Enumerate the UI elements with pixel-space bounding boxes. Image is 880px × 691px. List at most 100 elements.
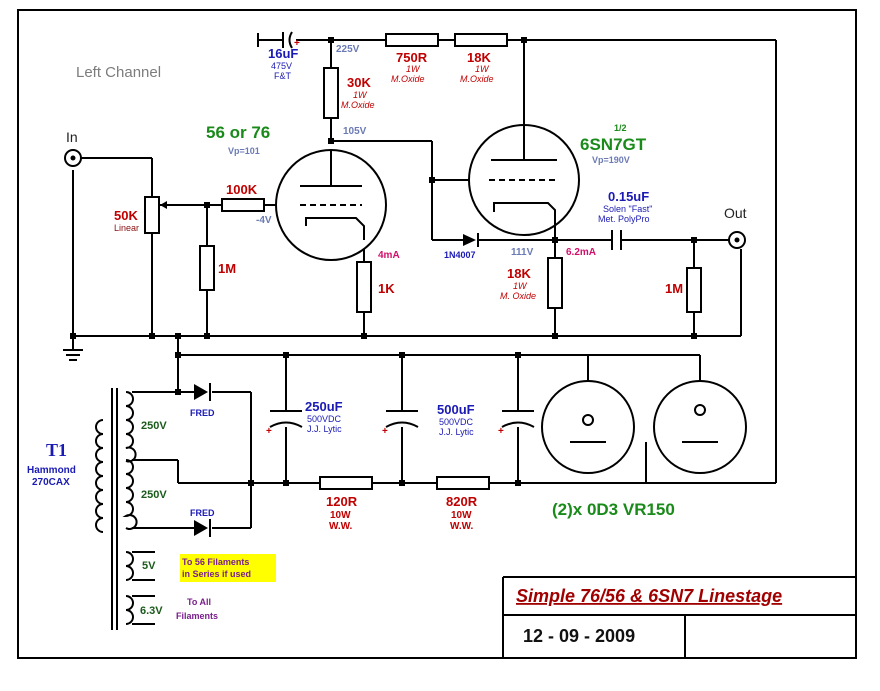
tube2-vp: Vp=190V — [592, 155, 630, 165]
pot-taper: Linear — [114, 223, 139, 233]
r18k-top-power: 1W — [475, 64, 490, 74]
cap-250uf-symbol — [269, 410, 303, 428]
c-out-line2: Met. PolyPro — [598, 214, 650, 224]
r18k-top-value: 18K — [467, 50, 491, 65]
r18k-cath-power: 1W — [513, 281, 528, 291]
r18k-cath-value: 18K — [507, 266, 531, 281]
hv2-label: 250V — [141, 489, 167, 501]
filament-note-highlight — [180, 554, 276, 582]
c-supply-type: F&T — [274, 71, 292, 81]
resistor-30k — [323, 67, 339, 119]
r120-type: W.W. — [329, 521, 353, 532]
voltage-v2-cathode: 111V — [511, 247, 534, 258]
output-jack — [728, 231, 746, 249]
drawing-date: 12 - 09 - 2009 — [523, 626, 635, 646]
transformer-name: T1 — [46, 440, 67, 460]
voltage-v1-plate: 105V — [343, 126, 367, 137]
r820-power: 10W — [451, 510, 472, 521]
cap-16uf-symbol — [257, 31, 293, 49]
r100k-value: 100K — [226, 182, 258, 197]
pot-wiper — [160, 201, 175, 209]
transformer-model-l2: 270CAX — [32, 477, 70, 488]
resistor-100k — [221, 198, 265, 212]
c250-rating: 500VDC — [307, 414, 342, 424]
fred-diode-1 — [194, 383, 211, 401]
c500-value: 500uF — [437, 402, 475, 417]
c-supply-rating: 475V — [271, 61, 292, 71]
cap-0-15uf-symbol — [611, 230, 630, 250]
svg-text:+: + — [294, 38, 300, 49]
resistor-120r — [319, 476, 373, 490]
regulator-label: (2)x 0D3 VR150 — [552, 500, 675, 519]
noteall-l2: Filaments — [176, 611, 218, 621]
resistor-1k — [356, 261, 372, 313]
current-v1: 4mA — [378, 250, 400, 261]
r1k-value: 1K — [378, 281, 395, 296]
grid-bias: -4V — [256, 215, 272, 226]
vr-tube-1 — [541, 380, 635, 474]
r750-value: 750R — [396, 50, 428, 65]
r18k-top-type: M.Oxide — [460, 74, 494, 84]
diode-1n4007 — [463, 233, 479, 247]
c500-type: J.J. Lytic — [439, 427, 474, 437]
pot-50k — [144, 196, 160, 234]
pot-value: 50K — [114, 208, 138, 223]
resistor-750r — [385, 33, 439, 47]
c-supply-value: 16uF — [268, 46, 298, 61]
fil63-label: 6.3V — [140, 605, 163, 617]
r18k-cath-type: M. Oxide — [500, 291, 536, 301]
cap-500uf-b-symbol — [501, 410, 535, 428]
diode-label: 1N4007 — [444, 250, 476, 260]
r750-type: M.Oxide — [391, 74, 425, 84]
input-label: In — [66, 129, 78, 145]
c250-type: J.J. Lytic — [307, 424, 342, 434]
resistor-18k-cathode — [547, 257, 563, 309]
border-frame — [17, 9, 857, 659]
r30k-type: M.Oxide — [341, 100, 375, 110]
r1m-grid-value: 1M — [218, 261, 236, 276]
resistor-1m-output — [686, 267, 702, 313]
hv1-label: 250V — [141, 420, 167, 432]
r30k-power: 1W — [353, 90, 368, 100]
channel-label: Left Channel — [76, 64, 161, 81]
resistor-1m-grid — [199, 245, 215, 291]
fred1-label: FRED — [190, 408, 215, 418]
note56-l2: in Series if used — [182, 569, 251, 579]
r750-power: 1W — [406, 64, 421, 74]
current-v2: 6.2mA — [566, 247, 596, 258]
tube1-vp: Vp=101 — [228, 146, 260, 156]
r120-power: 10W — [330, 510, 351, 521]
r30k-value: 30K — [347, 75, 371, 90]
tube1-name: 56 or 76 — [206, 123, 270, 142]
r120-value: 120R — [326, 494, 358, 509]
fil5-label: 5V — [142, 560, 156, 572]
voltage-b-plus: 225V — [336, 44, 360, 55]
output-label: Out — [724, 205, 747, 221]
transformer-t1 — [95, 388, 138, 630]
svg-text:+: + — [266, 426, 272, 437]
resistor-820r — [436, 476, 490, 490]
noteall-l1: To All — [187, 597, 211, 607]
input-jack — [64, 149, 82, 167]
vr-tube-2 — [653, 380, 747, 474]
c-out-value: 0.15uF — [608, 189, 649, 204]
junction-dots — [70, 37, 697, 486]
c250-value: 250uF — [305, 399, 343, 414]
transformer-model-l1: Hammond — [27, 465, 76, 476]
tube2-name: 6SN7GT — [580, 135, 647, 154]
tube2-section: 1/2 — [614, 123, 627, 133]
r820-type: W.W. — [450, 521, 474, 532]
cap-500uf-a-symbol — [385, 410, 419, 428]
r1m-out-value: 1M — [665, 281, 683, 296]
c-out-line1: Solen "Fast" — [603, 204, 652, 214]
fred2-label: FRED — [190, 508, 215, 518]
tube-v1-56-76 — [275, 149, 387, 261]
r820-value: 820R — [446, 494, 478, 509]
c500-rating: 500VDC — [439, 417, 474, 427]
resistor-18k-top — [454, 33, 508, 47]
note56-l1: To 56 Filaments — [182, 557, 249, 567]
tube-v2-6sn7 — [468, 124, 580, 240]
drawing-title: Simple 76/56 & 6SN7 Linestage — [516, 586, 782, 606]
fred-diode-2 — [194, 519, 211, 537]
